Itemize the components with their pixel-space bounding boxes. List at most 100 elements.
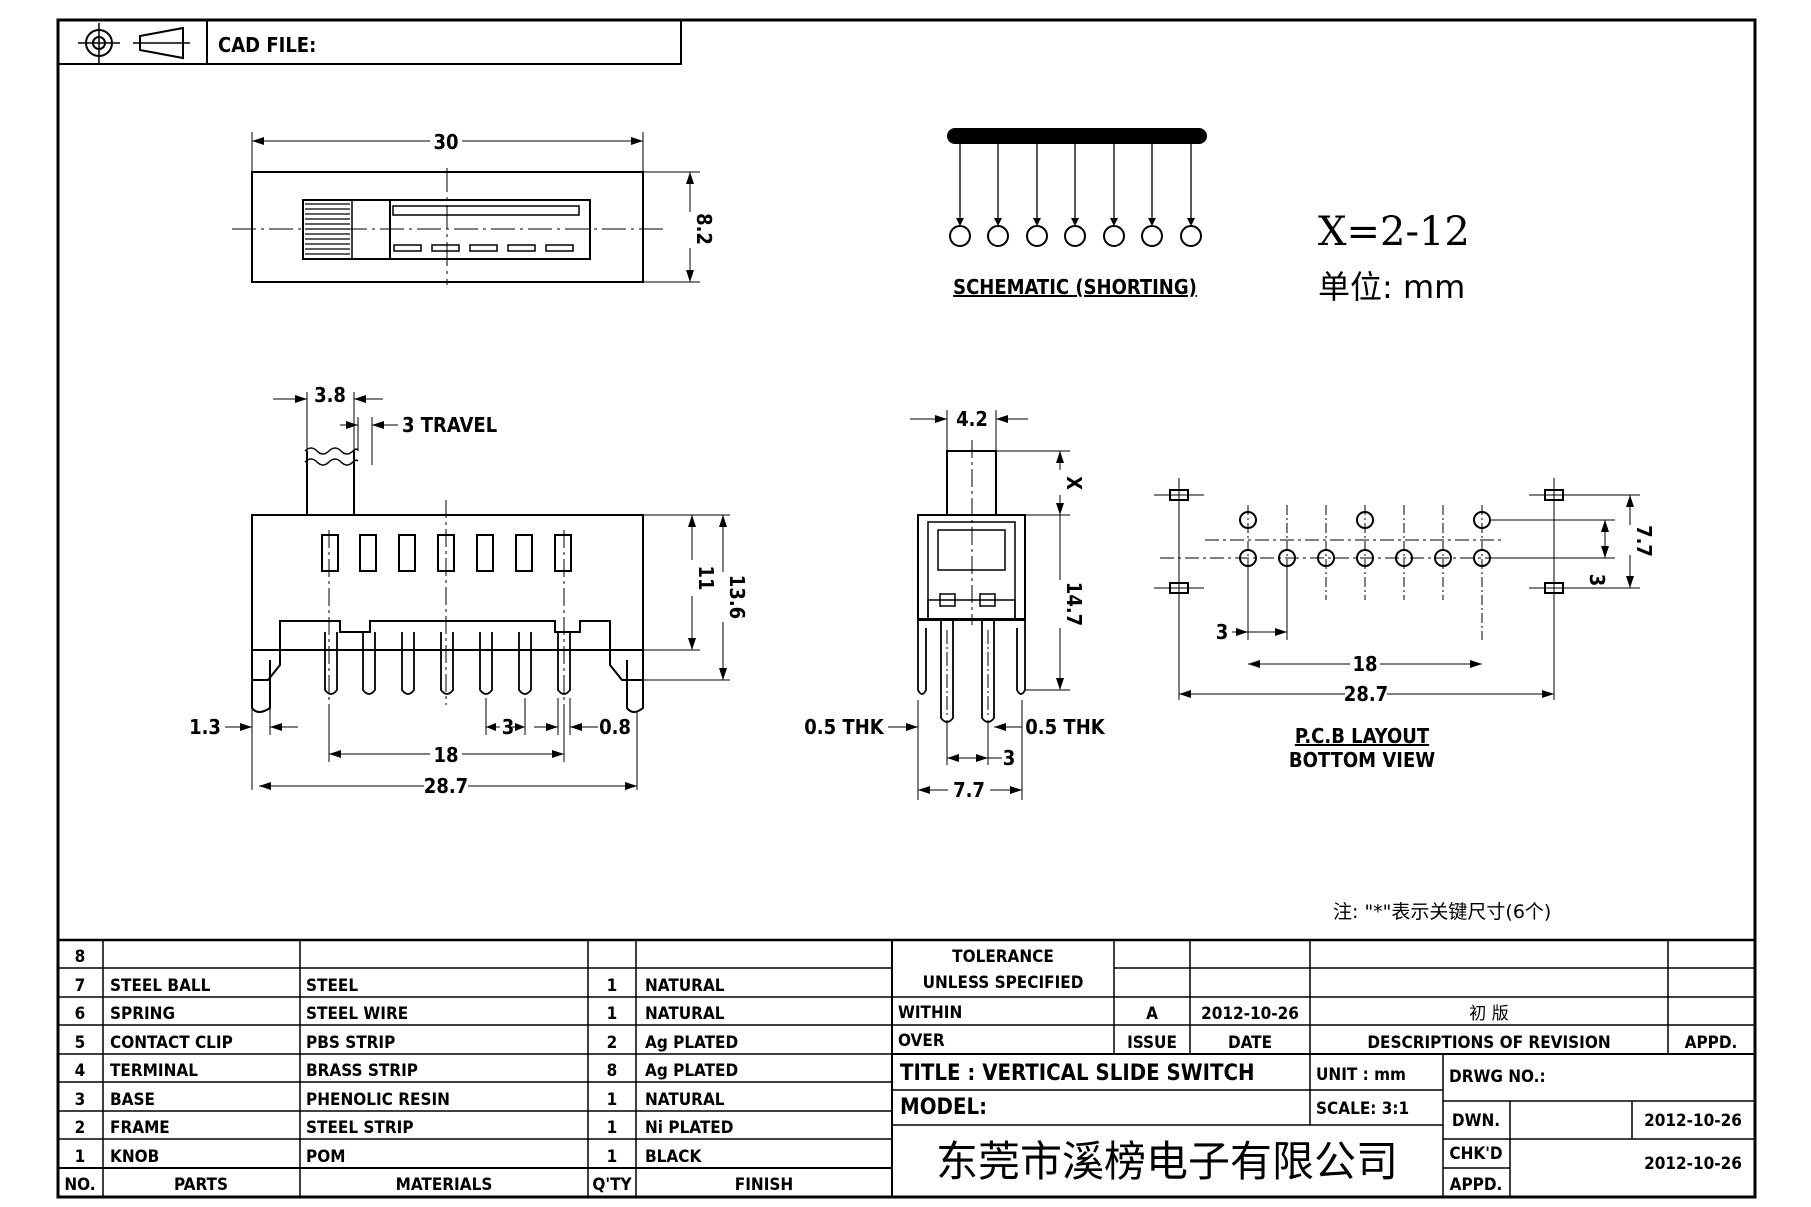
svg-text:Ag PLATED: Ag PLATED	[645, 1033, 738, 1053]
svg-text:POM: POM	[306, 1147, 345, 1167]
front-dim-38: 3.8	[314, 383, 346, 407]
approved-label: APPD.	[1450, 1175, 1503, 1195]
svg-text:FINISH: FINISH	[735, 1175, 793, 1195]
table-row: 4 TERMINAL BRASS STRIP 8 Ag PLATED	[75, 1061, 739, 1081]
projection-symbol-icon	[78, 23, 190, 63]
svg-text:STEEL BALL: STEEL BALL	[110, 976, 211, 996]
side-thk-left: 0.5 THK	[804, 715, 884, 739]
svg-text:Ni PLATED: Ni PLATED	[645, 1118, 733, 1138]
svg-text:BLACK: BLACK	[645, 1147, 702, 1167]
scale-field: SCALE: 3:1	[1316, 1099, 1409, 1119]
svg-text:DATE: DATE	[1228, 1033, 1272, 1053]
checked-label: CHK'D	[1449, 1144, 1502, 1164]
svg-text:Ag PLATED: Ag PLATED	[645, 1061, 738, 1081]
front-dim-13: 1.3	[189, 715, 221, 739]
svg-text:1: 1	[607, 1090, 618, 1110]
table-row: 6 SPRING STEEL WIRE 1 NATURAL	[75, 1004, 725, 1024]
svg-text:7: 7	[75, 976, 86, 996]
svg-text:WITHIN: WITHIN	[898, 1003, 962, 1023]
svg-text:STEEL WIRE: STEEL WIRE	[306, 1004, 408, 1024]
front-dim-3: 3	[502, 715, 515, 739]
svg-text:1: 1	[607, 1147, 618, 1167]
front-dim-18: 18	[433, 743, 458, 767]
cad-file-label: CAD FILE:	[218, 33, 316, 57]
svg-text:2012-10-26: 2012-10-26	[1201, 1004, 1299, 1024]
svg-text:初 版: 初 版	[1469, 1004, 1508, 1024]
schematic: SCHEMATIC (SHORTING)	[947, 128, 1207, 299]
table-row: 1 KNOB POM 1 BLACK	[75, 1147, 703, 1167]
top-width-dim: 30	[433, 130, 458, 154]
svg-text:OVER: OVER	[898, 1031, 945, 1051]
svg-text:BASE: BASE	[110, 1090, 155, 1110]
svg-text:5: 5	[75, 1033, 86, 1053]
svg-text:UNLESS SPECIFIED: UNLESS SPECIFIED	[923, 973, 1084, 993]
svg-text:CONTACT CLIP: CONTACT CLIP	[110, 1033, 233, 1053]
unit-field: UNIT : mm	[1316, 1065, 1406, 1085]
drawing-title: TITLE : VERTICAL SLIDE SWITCH	[900, 1061, 1255, 1086]
svg-text:2: 2	[75, 1118, 86, 1138]
svg-text:Q'TY: Q'TY	[592, 1175, 632, 1195]
side-view: 4.2 X 14.7 0.5 THK 0.5 THK 3	[804, 407, 1105, 802]
svg-text:ISSUE: ISSUE	[1127, 1033, 1177, 1053]
pcb-title-1: P.C.B LAYOUT	[1295, 724, 1430, 748]
front-dim-287: 28.7	[424, 774, 468, 798]
svg-text:8: 8	[75, 947, 86, 967]
svg-text:4: 4	[75, 1061, 86, 1081]
header-box: CAD FILE:	[57, 19, 682, 65]
svg-text:NO.: NO.	[64, 1175, 95, 1195]
side-dim-42: 4.2	[956, 407, 988, 431]
title-block-grid	[58, 938, 1755, 1197]
model-field: MODEL:	[900, 1095, 987, 1120]
pcb-title-2: BOTTOM VIEW	[1289, 748, 1435, 772]
drawing-number-field: DRWG NO.:	[1449, 1067, 1546, 1087]
front-dim-08: 0.8	[599, 715, 631, 739]
svg-text:A: A	[1146, 1004, 1158, 1024]
svg-text:1: 1	[75, 1147, 86, 1167]
title-block: TITLE : VERTICAL SLIDE SWITCH UNIT : mm …	[900, 1061, 1742, 1195]
table-header: NO. PARTS MATERIALS Q'TY FINISH	[64, 1175, 793, 1195]
table-row: 3 BASE PHENOLIC RESIN 1 NATURAL	[75, 1090, 725, 1110]
front-travel: 3 TRAVEL	[402, 413, 497, 437]
side-dim-3: 3	[1003, 746, 1016, 770]
pcb-dim-287: 28.7	[1344, 682, 1388, 706]
pcb-dim-3-right: 3	[1585, 574, 1609, 587]
svg-text:BRASS STRIP: BRASS STRIP	[306, 1061, 418, 1081]
svg-text:PARTS: PARTS	[174, 1175, 228, 1195]
svg-text:STEEL STRIP: STEEL STRIP	[306, 1118, 414, 1138]
svg-text:1: 1	[607, 1004, 618, 1024]
table-row: 7 STEEL BALL STEEL 1 NATURAL	[75, 976, 725, 996]
top-height-dim: 8.2	[692, 213, 716, 245]
pcb-dim-77: 7.7	[1632, 525, 1656, 557]
svg-text:TOLERANCE: TOLERANCE	[952, 947, 1054, 967]
svg-text:TERMINAL: TERMINAL	[110, 1061, 198, 1081]
front-dim-11: 11	[694, 565, 718, 590]
svg-text:2: 2	[607, 1033, 618, 1053]
svg-text:APPD.: APPD.	[1685, 1033, 1738, 1053]
pcb-dim-3-left: 3	[1216, 620, 1229, 644]
svg-text:KNOB: KNOB	[110, 1147, 159, 1167]
svg-text:PBS STRIP: PBS STRIP	[306, 1033, 395, 1053]
svg-text:STEEL: STEEL	[306, 976, 358, 996]
svg-text:1: 1	[607, 976, 618, 996]
svg-text:DESCRIPTIONS OF REVISION: DESCRIPTIONS OF REVISION	[1367, 1033, 1610, 1053]
x-range-label: X=2-12	[1318, 209, 1470, 255]
table-row: 8	[75, 947, 86, 967]
svg-text:NATURAL: NATURAL	[645, 1090, 725, 1110]
svg-text:FRAME: FRAME	[110, 1118, 170, 1138]
drawn-date: 2012-10-26	[1644, 1111, 1742, 1131]
front-view: 3.8 3 TRAVEL 11 13.6 1.3	[189, 383, 749, 798]
svg-text:3: 3	[75, 1090, 86, 1110]
side-dim-147: 14.7	[1062, 582, 1086, 626]
pcb-layout: 7.7 3 3 18 28.7 P.C.B LAYOUT BOTTOM VIEW	[1154, 478, 1656, 772]
drawing-border	[56, 18, 1757, 1199]
revision-block: A 2012-10-26 初 版 ISSUE DATE DESCRIPTIONS…	[1127, 1004, 1737, 1053]
key-dimension-note: 注: "*"表示关键尺寸(6个)	[1333, 901, 1551, 923]
unit-label: 单位: mm	[1318, 268, 1465, 306]
svg-text:8: 8	[607, 1061, 618, 1081]
table-row: 2 FRAME STEEL STRIP 1 Ni PLATED	[75, 1118, 734, 1138]
side-dim-77: 7.7	[953, 778, 985, 802]
svg-text:PHENOLIC RESIN: PHENOLIC RESIN	[306, 1090, 450, 1110]
svg-text:NATURAL: NATURAL	[645, 976, 725, 996]
front-dim-136: 13.6	[725, 575, 749, 619]
